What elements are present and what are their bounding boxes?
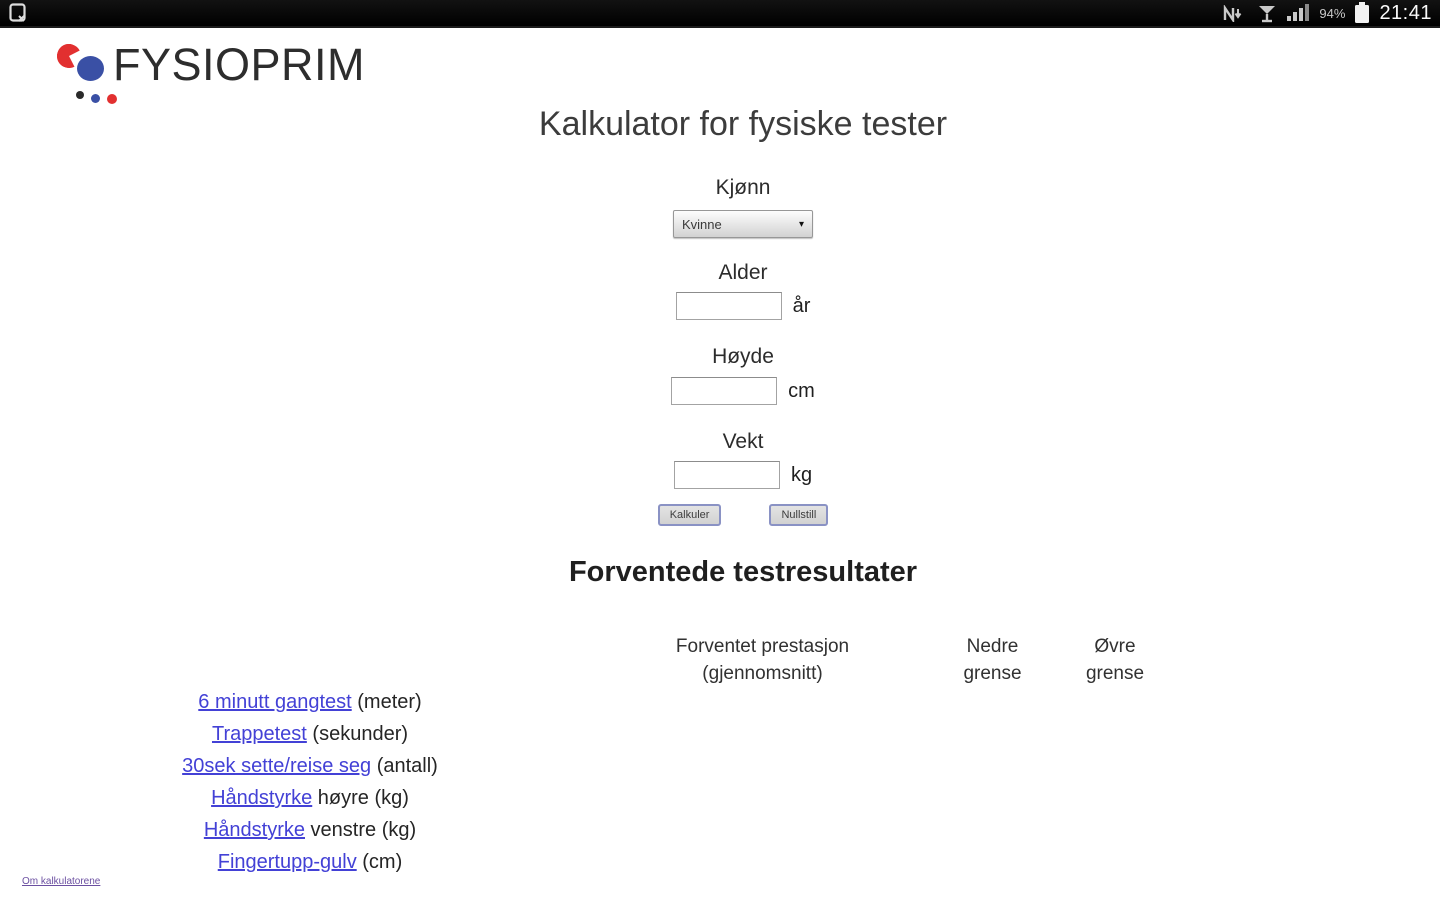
weight-unit: kg	[790, 463, 813, 486]
table-row: 30sek sette/reise seg (antall)	[20, 751, 1170, 783]
reset-button[interactable]: Nullstill	[769, 504, 829, 526]
table-row: Fingertupp-gulv (cm)	[20, 847, 1170, 879]
screenshot-notification-icon	[8, 2, 28, 24]
table-row: Håndstyrke høyre (kg)	[20, 783, 1170, 815]
test-name-cell: Håndstyrke høyre (kg)	[20, 783, 600, 815]
empty-cell	[1060, 687, 1170, 719]
weight-label: Vekt	[722, 430, 764, 453]
test-suffix: høyre (kg)	[312, 787, 409, 810]
about-calculators-link[interactable]: Om kalkulatorene	[22, 876, 101, 887]
table-row: Håndstyrke venstre (kg)	[20, 815, 1170, 847]
test-suffix: (antall)	[371, 755, 438, 778]
empty-cell	[600, 687, 925, 719]
empty-cell	[925, 751, 1060, 783]
battery-icon	[1354, 2, 1370, 24]
gender-select-value: Kvinne	[682, 216, 722, 232]
test-name-cell: 30sek sette/reise seg (antall)	[20, 751, 600, 783]
empty-cell	[600, 847, 925, 879]
test-link-trappetest[interactable]: Trappetest	[211, 723, 307, 746]
empty-cell	[925, 719, 1060, 751]
age-label: Alder	[718, 261, 768, 284]
age-unit: år	[792, 294, 811, 317]
test-name-cell: Fingertupp-gulv (cm)	[20, 847, 600, 879]
empty-cell	[925, 847, 1060, 879]
column-header-expected: Forventet prestasjon (gjennomsnitt)	[675, 636, 850, 684]
test-suffix: (sekunder)	[306, 723, 409, 746]
gender-select[interactable]: Kvinne ▾	[673, 210, 813, 238]
weight-input[interactable]	[673, 461, 780, 489]
test-name-cell: 6 minutt gangtest (meter)	[20, 687, 600, 719]
results-heading: Forventede testresultater	[568, 556, 918, 588]
empty-cell	[1060, 719, 1170, 751]
table-row: 6 minutt gangtest (meter)	[20, 687, 1170, 719]
empty-cell	[1060, 751, 1170, 783]
empty-cell	[1060, 847, 1170, 879]
test-link-handstyrke-hoyre[interactable]: Håndstyrke	[211, 787, 313, 810]
table-header-row: Forventet prestasjon (gjennomsnitt) Nedr…	[20, 628, 1170, 687]
column-header-lower: Nedre grense	[963, 636, 1022, 684]
empty-cell	[925, 687, 1060, 719]
status-bar: 94% 21:41	[0, 0, 1440, 28]
test-name-cell: Trappetest (sekunder)	[20, 719, 600, 751]
empty-cell	[600, 751, 925, 783]
height-unit: cm	[788, 379, 815, 402]
fysioprim-logo: FYSIOPRIM	[53, 39, 366, 104]
fysioprim-logo-icon	[53, 40, 121, 104]
empty-cell	[925, 815, 1060, 847]
test-link-6min-gangtest[interactable]: 6 minutt gangtest	[198, 691, 352, 714]
antenna-icon	[1257, 4, 1277, 23]
empty-cell	[600, 783, 925, 815]
nfc-icon	[1222, 4, 1248, 22]
gender-label: Kjønn	[715, 176, 771, 199]
empty-cell	[600, 815, 925, 847]
test-suffix: (cm)	[356, 851, 403, 874]
test-link-handstyrke-venstre[interactable]: Håndstyrke	[203, 819, 305, 842]
height-label: Høyde	[712, 345, 774, 368]
column-header-upper: Øvre grense	[1085, 636, 1145, 684]
empty-header-cell	[20, 628, 600, 687]
results-table: Forventet prestasjon (gjennomsnitt) Nedr…	[20, 628, 1170, 879]
test-link-30sek-sette-reise[interactable]: 30sek sette/reise seg	[182, 755, 372, 778]
signal-bars-icon	[1286, 4, 1310, 22]
height-input[interactable]	[671, 377, 778, 405]
empty-cell	[925, 783, 1060, 815]
empty-cell	[600, 719, 925, 751]
test-suffix: venstre (kg)	[305, 819, 417, 842]
test-link-fingertupp-gulv[interactable]: Fingertupp-gulv	[217, 851, 357, 874]
empty-cell	[1060, 783, 1170, 815]
status-bar-clock: 21:41	[1379, 1, 1432, 24]
test-name-cell: Håndstyrke venstre (kg)	[20, 815, 600, 847]
age-input[interactable]	[675, 292, 782, 320]
table-row: Trappetest (sekunder)	[20, 719, 1170, 751]
logo-text: FYSIOPRIM	[113, 39, 366, 90]
empty-cell	[1060, 815, 1170, 847]
battery-percent: 94%	[1319, 5, 1346, 21]
chevron-down-icon: ▾	[798, 218, 804, 230]
calculate-button[interactable]: Kalkuler	[657, 504, 722, 526]
page-title: Kalkulator for fysiske tester	[538, 105, 948, 143]
test-suffix: (meter)	[351, 691, 422, 714]
